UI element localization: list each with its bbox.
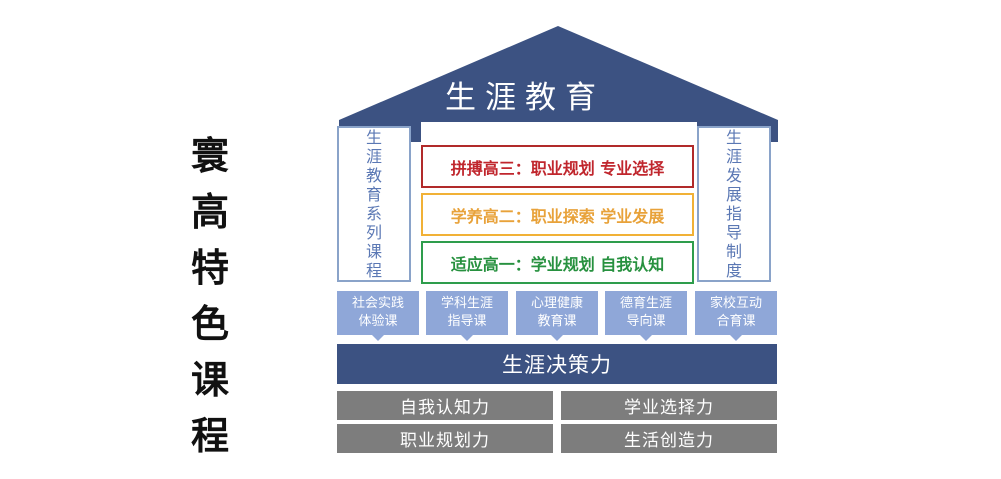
- course-line: 社会实践: [351, 296, 404, 311]
- left-column-char: 教: [365, 166, 382, 185]
- grade-senior-one: 适应高一：学业规划 自我认知: [421, 241, 694, 284]
- roof-title: 生涯教育: [445, 80, 605, 116]
- right-column-char: 度: [725, 261, 742, 280]
- course-line: 学科生涯: [440, 296, 493, 311]
- course-line: 家校互动: [709, 296, 762, 311]
- left-column-char: 涯: [365, 147, 382, 166]
- right-column-char: 导: [725, 223, 742, 242]
- roof-shape: [339, 26, 778, 142]
- right-column-char: 发: [725, 166, 742, 185]
- right-column-char: 涯: [725, 147, 742, 166]
- right-column-char: 展: [725, 185, 742, 204]
- course-line: 指导课: [447, 314, 487, 329]
- left-column-curriculum: 生 涯 教 育 系 列 课 程: [337, 126, 411, 282]
- left-column-char: 课: [365, 242, 382, 261]
- ability-box: 自我认知力: [337, 391, 553, 420]
- right-column-char: 指: [725, 204, 742, 223]
- ability-box: 学业选择力: [561, 391, 777, 420]
- decision-bar: 生涯决策力: [337, 344, 777, 384]
- grade-senior-two: 学养高二：职业探索 学业发展: [421, 193, 694, 236]
- ability-box: 职业规划力: [337, 424, 553, 453]
- ability-box: 生活创造力: [561, 424, 777, 453]
- course-box: 家校互动 合育课: [695, 291, 777, 341]
- course-box: 德育生涯 导向课: [605, 291, 687, 341]
- course-line: 心理健康: [530, 296, 583, 311]
- course-line: 德育生涯: [619, 296, 672, 311]
- left-column-char: 列: [365, 223, 382, 242]
- side-title-char: 程: [190, 414, 229, 458]
- course-line: 导向课: [626, 314, 666, 329]
- side-title-char: 特: [190, 246, 229, 290]
- side-title-char: 寰: [190, 134, 229, 178]
- left-column-char: 程: [365, 261, 382, 280]
- side-title: 寰 高 特 色 课 程: [185, 128, 235, 464]
- course-box: 社会实践 体验课: [337, 291, 419, 341]
- left-column-char: 育: [365, 185, 382, 204]
- side-title-char: 课: [190, 358, 229, 402]
- left-column-char: 系: [365, 204, 382, 223]
- course-line: 教育课: [537, 314, 577, 329]
- side-title-char: 色: [190, 302, 229, 346]
- right-column-char: 生: [725, 128, 742, 147]
- course-line: 体验课: [358, 314, 398, 329]
- right-column-system: 生 涯 发 展 指 导 制 度: [697, 126, 771, 282]
- grade-senior-three: 拼搏高三：职业规划 专业选择: [421, 145, 694, 188]
- side-title-char: 高: [190, 190, 229, 234]
- course-line: 合育课: [716, 314, 756, 329]
- course-box: 学科生涯 指导课: [426, 291, 508, 341]
- left-column-char: 生: [365, 128, 382, 147]
- course-box: 心理健康 教育课: [516, 291, 598, 341]
- right-column-char: 制: [725, 242, 742, 261]
